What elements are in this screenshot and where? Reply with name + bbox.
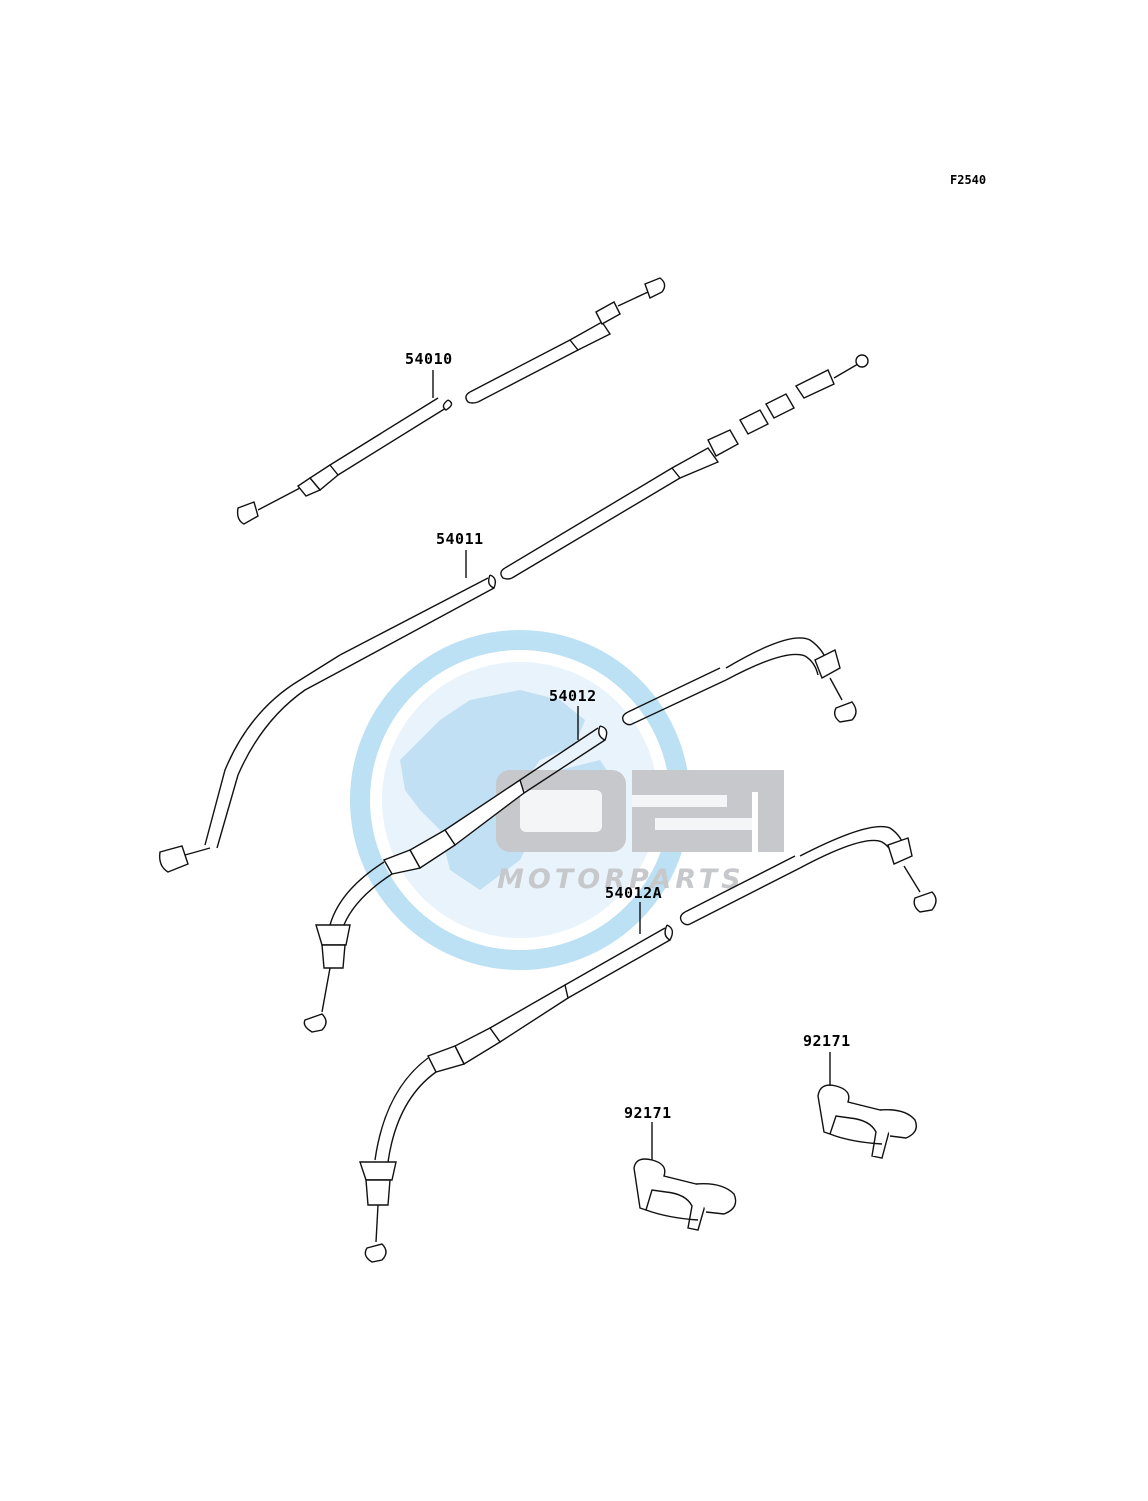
part-label-54010: 54010: [405, 350, 453, 368]
cable-54011: [158, 354, 869, 873]
watermark: MOTORPARTS: [350, 630, 784, 970]
cable-54012A: [359, 825, 937, 1263]
part-label-54011: 54011: [436, 530, 484, 548]
part-label-54012: 54012: [549, 687, 597, 705]
watermark-subtext: MOTORPARTS: [497, 864, 745, 895]
clamp-92171-right: [817, 1052, 918, 1159]
cable-54010: [236, 277, 666, 525]
clamp-92171-left: [633, 1122, 737, 1231]
part-label-54012A: 54012A: [605, 884, 662, 902]
figure-code: F2540: [950, 173, 986, 187]
part-label-92171-left: 92171: [624, 1104, 672, 1122]
part-label-92171-right: 92171: [803, 1032, 851, 1050]
cable-54012: [303, 637, 857, 1033]
